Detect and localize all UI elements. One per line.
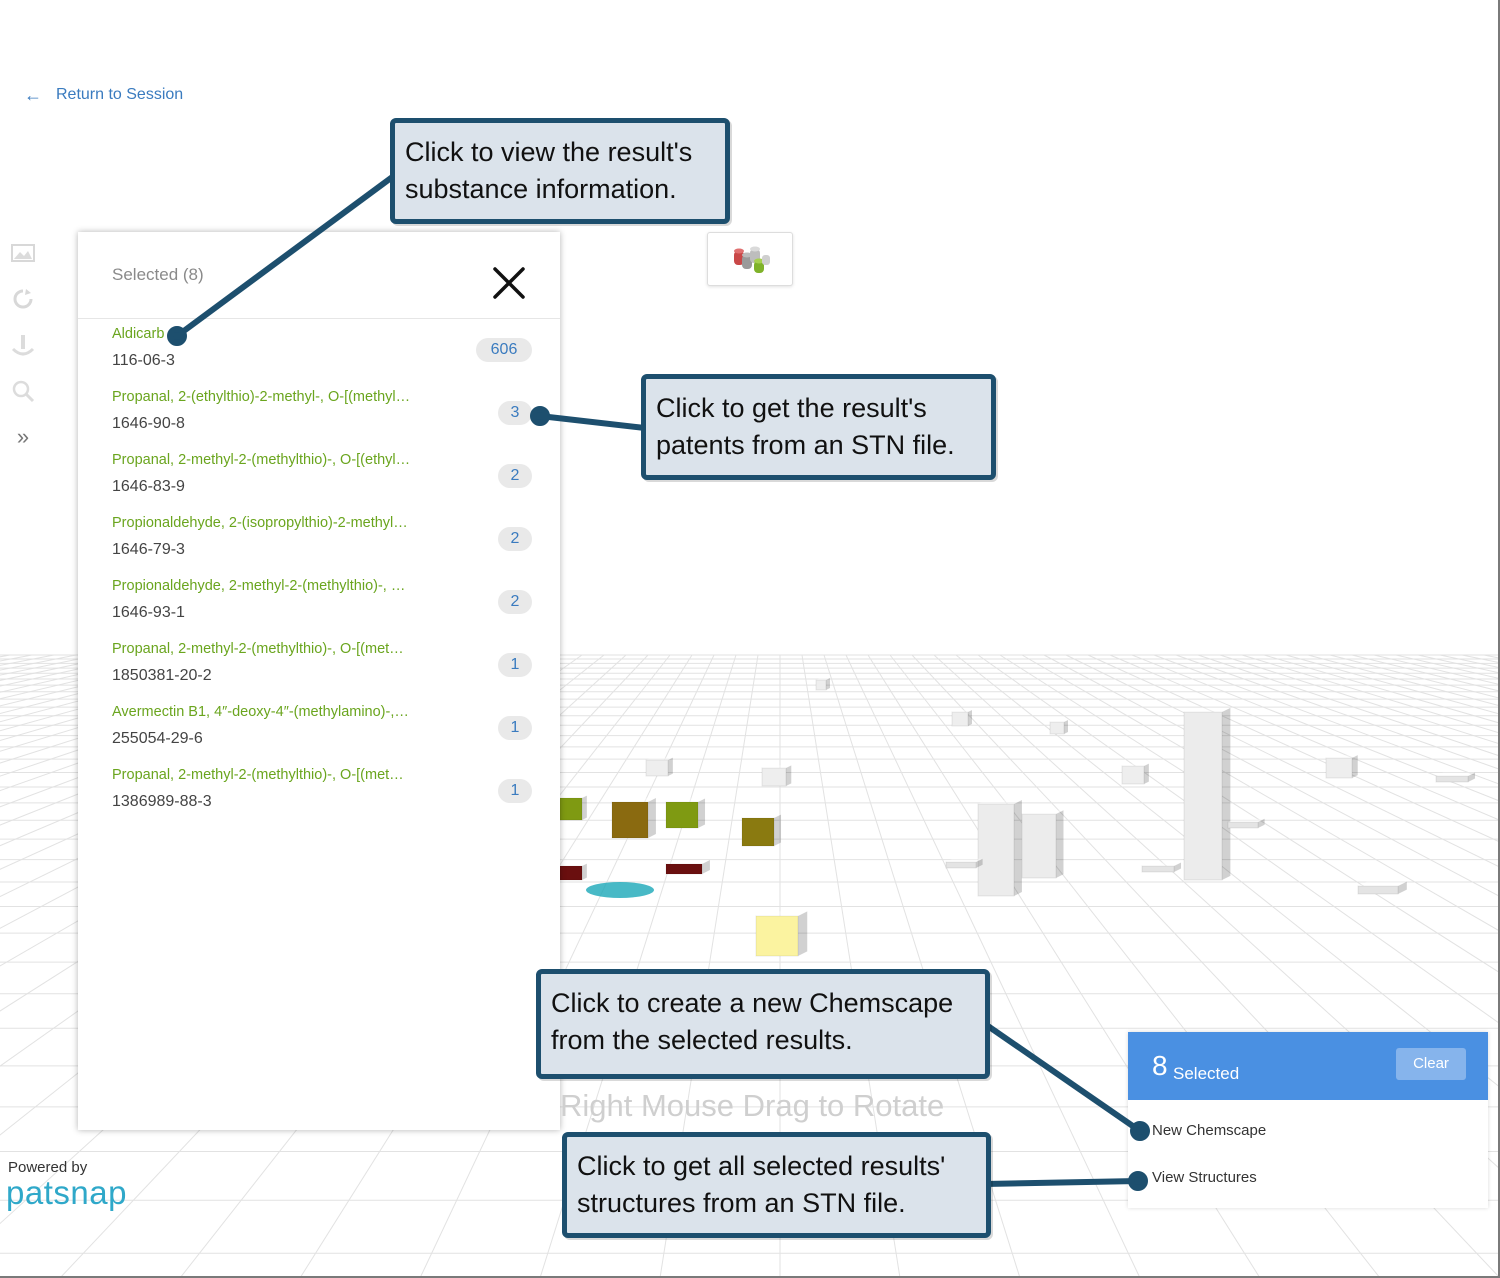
result-item[interactable]: Aldicarb 116-06-3 606 — [112, 326, 532, 386]
patent-count-badge[interactable]: 2 — [498, 464, 532, 488]
compound-bar[interactable] — [1357, 881, 1407, 895]
panel-header: Selected (8) — [78, 232, 560, 319]
callout-text-line: Click to get all selected results' — [577, 1151, 946, 1181]
result-item[interactable]: Propanal, 2-methyl-2-(methylthio)-, O-[(… — [112, 767, 532, 827]
cylinders-icon — [734, 246, 770, 273]
patent-count-badge[interactable]: 1 — [498, 653, 532, 677]
new-chemscape-button[interactable]: New Chemscape — [1152, 1122, 1267, 1139]
compound-bar[interactable] — [559, 795, 587, 821]
compound-bar[interactable] — [1183, 707, 1231, 881]
result-name-link[interactable]: Aldicarb — [112, 326, 165, 342]
compound-bar[interactable] — [1227, 818, 1265, 829]
result-item[interactable]: Propanal, 2-methyl-2-(methylthio)-, O-[(… — [112, 452, 532, 512]
selected-results-panel: Selected (8) Aldicarb 116-06-3 606 Propa… — [78, 232, 560, 1130]
callout-view-structures: Click to get all selected results' struc… — [562, 1132, 991, 1238]
image-icon[interactable] — [10, 240, 36, 266]
callout-text-line: from the selected results. — [551, 1025, 853, 1055]
arrow-left-icon: ← — [24, 85, 42, 105]
compound-bar[interactable] — [945, 858, 983, 869]
selection-header: 8 Selected Clear — [1128, 1032, 1488, 1100]
compound-bar[interactable] — [645, 757, 673, 777]
anchor-icon[interactable] — [10, 332, 36, 358]
patent-count-badge[interactable]: 3 — [498, 401, 532, 425]
compound-bar[interactable] — [665, 798, 706, 829]
result-cas-number: 255054-29-6 — [112, 730, 203, 747]
result-name-link[interactable]: Propanal, 2-methyl-2-(methylthio)-, O-[(… — [112, 641, 404, 657]
callout-text-line: Click to create a new Chemscape — [551, 988, 954, 1018]
result-cas-number: 1646-83-9 — [112, 478, 185, 495]
return-to-session-link[interactable]: ← Return to Session — [24, 86, 183, 104]
result-name-link[interactable]: Propanal, 2-methyl-2-(methylthio)-, O-[(… — [112, 452, 411, 468]
result-cas-number: 1646-93-1 — [112, 604, 185, 621]
result-cas-number: 1646-79-3 — [112, 541, 185, 558]
callout-text-line: patents from an STN file. — [656, 430, 955, 460]
compound-bar[interactable] — [755, 911, 808, 957]
result-name-link[interactable]: Propanal, 2-methyl-2-(methylthio)-, O-[(… — [112, 767, 404, 783]
compound-bar[interactable] — [665, 860, 710, 875]
callout-text-line: substance information. — [405, 174, 677, 204]
compound-bar[interactable] — [951, 710, 972, 727]
compound-bar[interactable] — [611, 798, 656, 839]
powered-by-label: Powered by — [8, 1159, 88, 1176]
color-legend-button[interactable] — [707, 232, 793, 286]
compound-bar[interactable] — [815, 678, 830, 691]
patent-count-badge[interactable]: 2 — [498, 527, 532, 551]
callout-text-line: Click to get the result's — [656, 393, 927, 423]
result-name-link[interactable]: Propionaldehyde, 2-methyl-2-(methylthio)… — [112, 578, 406, 594]
rotate-hint: Right Mouse Drag to Rotate — [560, 1088, 945, 1123]
selected-count: 8 — [1152, 1050, 1168, 1081]
callout-text-line: structures from an STN file. — [577, 1188, 906, 1218]
patsnap-logo: patsnap — [6, 1174, 127, 1211]
result-name-link[interactable]: Propanal, 2-(ethylthio)-2-methyl-, O-[(m… — [112, 389, 411, 405]
callout-new-chemscape: Click to create a new Chemscape from the… — [536, 969, 990, 1079]
patent-count-badge[interactable]: 1 — [498, 779, 532, 803]
return-label: Return to Session — [56, 86, 184, 103]
result-item[interactable]: Avermectin B1, 4″-deoxy-4″-(methylamino)… — [112, 704, 532, 764]
compound-bar[interactable] — [1435, 772, 1476, 783]
result-cas-number: 1850381-20-2 — [112, 667, 212, 684]
compound-bar[interactable] — [559, 863, 587, 881]
view-structures-button[interactable]: View Structures — [1152, 1169, 1257, 1186]
compound-bar[interactable] — [741, 814, 782, 847]
patent-count-badge[interactable]: 1 — [498, 716, 532, 740]
patent-count-badge[interactable]: 606 — [476, 338, 532, 362]
result-item[interactable]: Propanal, 2-(ethylthio)-2-methyl-, O-[(m… — [112, 389, 532, 449]
result-cas-number: 1386989-88-3 — [112, 793, 212, 810]
left-toolbar: » — [10, 240, 38, 470]
selection-highlight — [586, 882, 654, 898]
selection-menu: 8 Selected Clear New Chemscape View Stru… — [1128, 1032, 1488, 1208]
panel-title: Selected (8) — [112, 265, 204, 284]
expand-chevrons-icon[interactable]: » — [16, 424, 30, 449]
compound-bar[interactable] — [977, 800, 1022, 897]
compound-bar[interactable] — [761, 765, 792, 787]
result-name-link[interactable]: Avermectin B1, 4″-deoxy-4″-(methylamino)… — [112, 704, 409, 720]
callout-patents: Click to get the result's patents from a… — [641, 374, 996, 480]
callout-substance-info: Click to view the result's substance inf… — [390, 118, 730, 224]
callout-text-line: Click to view the result's — [405, 137, 693, 167]
compound-bar[interactable] — [1325, 755, 1358, 779]
close-icon[interactable] — [490, 264, 528, 302]
result-cas-number: 1646-90-8 — [112, 415, 185, 432]
refresh-icon[interactable] — [10, 286, 36, 312]
patent-count-badge[interactable]: 2 — [498, 590, 532, 614]
compound-bar[interactable] — [1049, 720, 1068, 735]
compound-bar[interactable] — [1121, 763, 1149, 785]
clear-button[interactable]: Clear — [1396, 1048, 1466, 1080]
result-item[interactable]: Propanal, 2-methyl-2-(methylthio)-, O-[(… — [112, 641, 532, 701]
result-cas-number: 116-06-3 — [112, 352, 175, 369]
result-item[interactable]: Propionaldehyde, 2-(isopropylthio)-2-met… — [112, 515, 532, 575]
result-name-link[interactable]: Propionaldehyde, 2-(isopropylthio)-2-met… — [112, 515, 408, 531]
search-icon[interactable] — [10, 378, 36, 404]
result-item[interactable]: Propionaldehyde, 2-methyl-2-(methylthio)… — [112, 578, 532, 638]
selected-label: Selected — [1173, 1064, 1240, 1083]
compound-bar[interactable] — [1021, 810, 1064, 879]
compound-bar[interactable] — [1141, 862, 1182, 873]
